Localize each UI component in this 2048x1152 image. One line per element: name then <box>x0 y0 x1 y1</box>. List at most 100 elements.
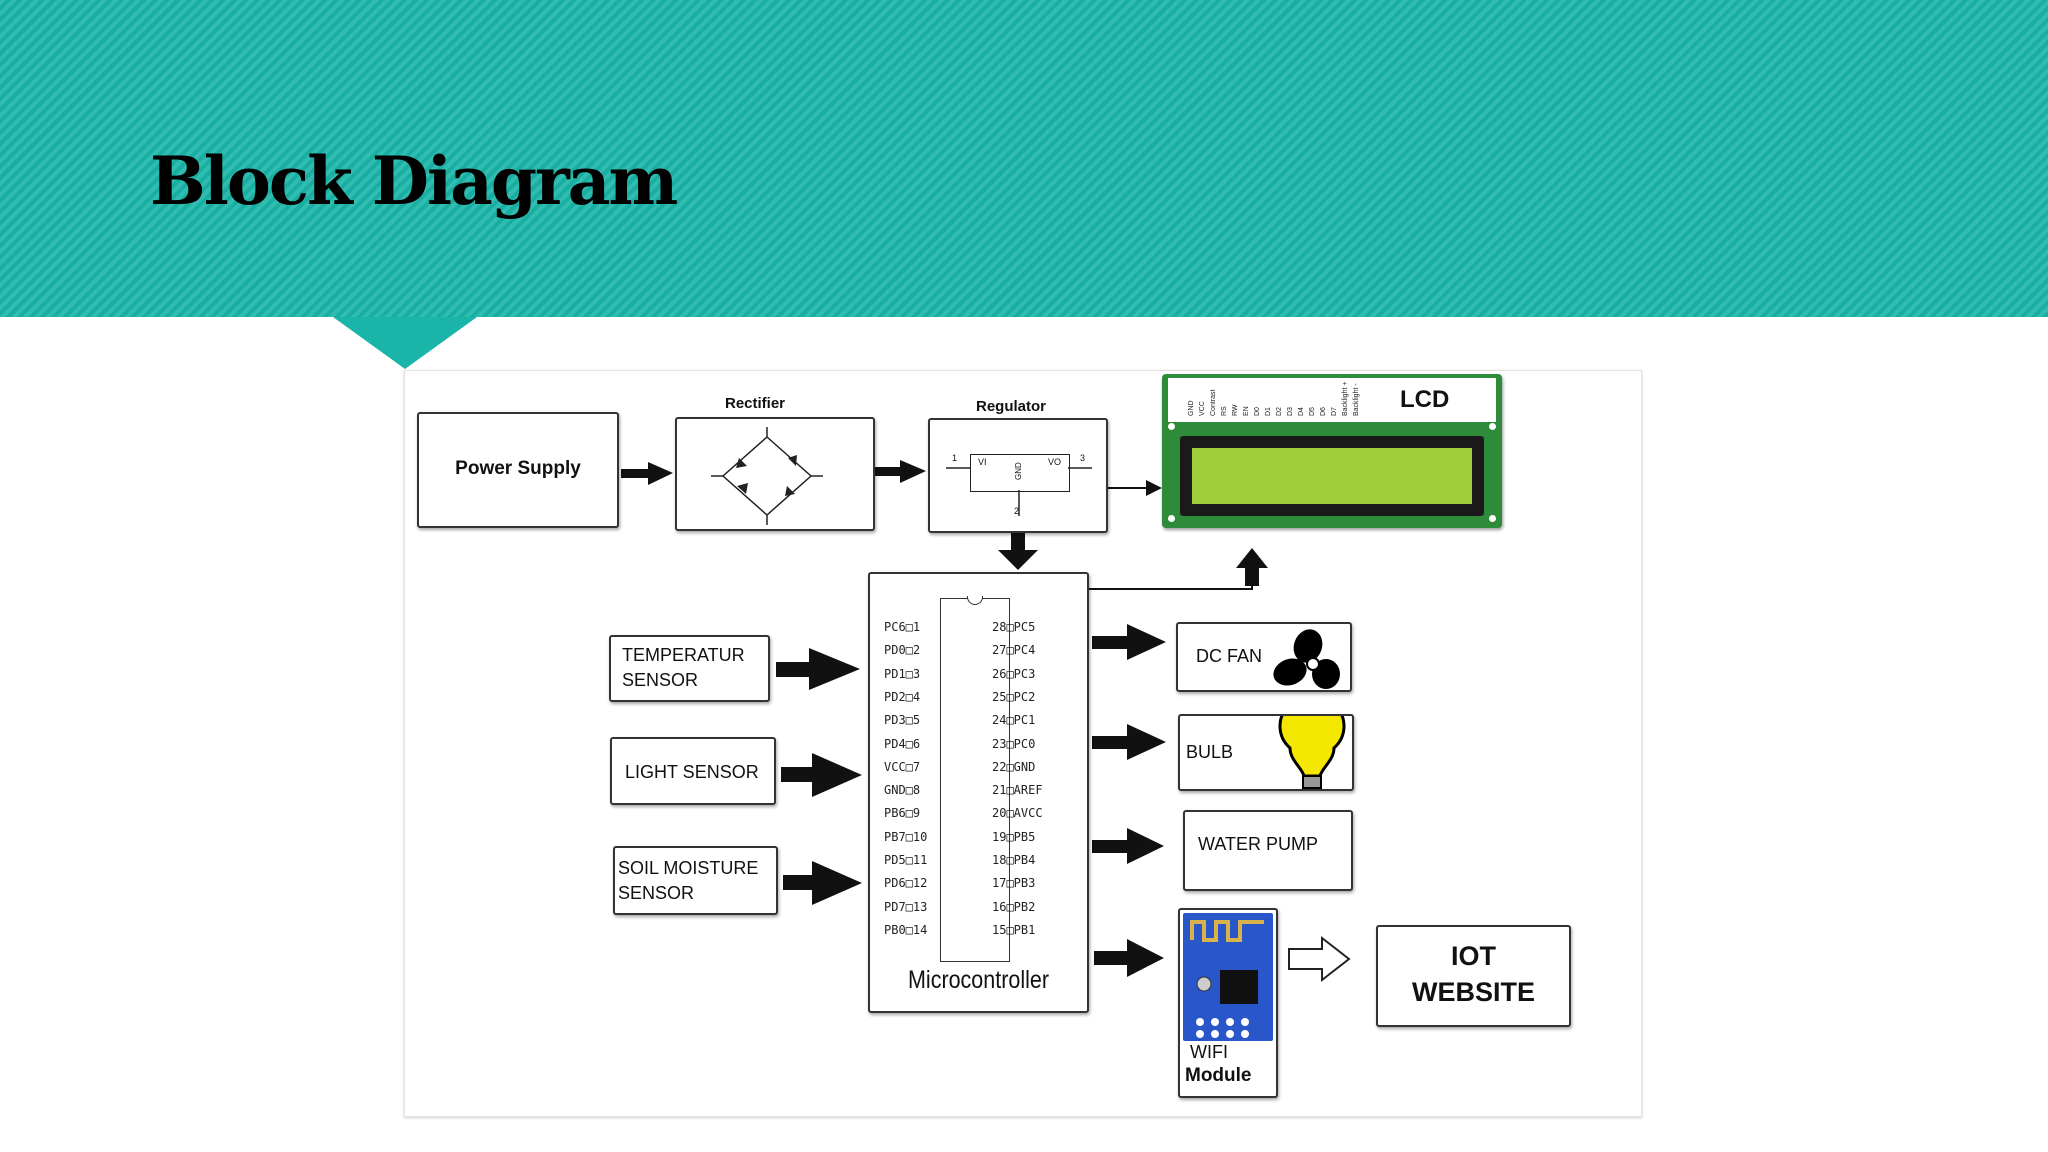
dc-fan-label: DC FAN <box>1196 646 1263 666</box>
mcu-pin-label: 25□PC2 <box>992 689 1036 704</box>
arrow-mcu-to-pump <box>1092 828 1164 864</box>
regulator-pin2: 2 <box>1014 506 1020 516</box>
lcd-label: LCD <box>1400 386 1450 413</box>
banner-notch <box>333 317 477 369</box>
mcu-pin-label: PD0□2 <box>884 643 921 658</box>
lcd-pin-label: Contrast <box>1210 389 1217 416</box>
wifi-antenna-icon <box>1190 920 1264 1038</box>
lcd-pin-label: Backlight - <box>1353 383 1360 416</box>
temperature-sensor-block: TEMPERATUR SENSOR <box>609 635 770 702</box>
lcd-pin-label: Backlight + <box>1342 381 1349 416</box>
regulator-block: VI VO GND 1 3 2 <box>928 418 1108 533</box>
lcd-mount-hole <box>1168 515 1175 522</box>
arrow-mcu-to-wifi <box>1094 939 1164 977</box>
bulb-label: BULB <box>1186 742 1234 762</box>
arrow-wifi-to-iot <box>1288 935 1351 983</box>
lcd-pin-label: D2 <box>1276 407 1283 416</box>
light-sensor-block: LIGHT SENSOR <box>610 737 776 805</box>
lcd-mount-hole <box>1168 423 1175 430</box>
mcu-pin-label: PD4□6 <box>884 736 921 751</box>
arrow-mcu-to-fan <box>1092 624 1166 660</box>
lcd-pin-label: GND <box>1188 400 1195 416</box>
regulator-label: Regulator <box>976 398 1047 415</box>
mcu-pin-label: 21□AREF <box>992 783 1043 798</box>
iot-label-2: WEBSITE <box>1411 977 1535 1007</box>
mcu-pin-label: 28□PC5 <box>992 620 1036 634</box>
regulator-pin1: 1 <box>952 453 958 463</box>
arrow-regulator-to-mcu <box>998 533 1038 570</box>
mcu-pin-label: GND□8 <box>884 783 921 798</box>
arrow-power-to-rectifier <box>621 462 673 485</box>
power-supply-label: Power Supply <box>455 458 581 479</box>
mcu-pin-label: 17□PB3 <box>992 876 1036 891</box>
arrow-mcu-to-bulb <box>1092 724 1166 760</box>
mcu-pin-label: 16□PB2 <box>992 899 1036 914</box>
water-pump-label: WATER PUMP <box>1198 834 1318 854</box>
fan-icon <box>1273 629 1340 689</box>
arrow-light-to-mcu <box>781 753 862 797</box>
temperature-sensor-label-2: SENSOR <box>622 670 699 690</box>
lcd-pin-label: D7 <box>1331 407 1338 416</box>
mcu-pin-label: PD2□4 <box>884 689 921 704</box>
light-sensor-label: LIGHT SENSOR <box>625 762 759 782</box>
lcd-pin-label: VCC <box>1199 401 1206 416</box>
wifi-label-1: WIFI <box>1190 1042 1228 1062</box>
lcd-mount-hole <box>1489 515 1496 522</box>
dc-fan-block: DC FAN <box>1176 622 1352 692</box>
lcd-pin-label: D5 <box>1309 407 1316 416</box>
iot-website-block: IOT WEBSITE <box>1376 925 1571 1027</box>
mcu-pin-label: PD5□11 <box>884 853 928 867</box>
regulator-ic <box>970 454 1070 492</box>
mcu-pin-label: PB0□14 <box>884 922 928 937</box>
soil-moisture-label-1: SOIL MOISTURE <box>618 858 759 878</box>
mcu-pin-label: PC6□1 <box>884 620 921 634</box>
lcd-screen <box>1192 448 1472 504</box>
wifi-label-2: Module <box>1185 1065 1252 1086</box>
mcu-pin-label: PD1□3 <box>884 666 921 681</box>
iot-label-1: IOT <box>1451 941 1496 971</box>
regulator-pin3: 3 <box>1080 453 1086 463</box>
mcu-pin-label: PD7□13 <box>884 899 928 914</box>
title-banner <box>0 0 2048 317</box>
arrow-rectifier-to-regulator <box>873 460 926 483</box>
regulator-vi: VI <box>978 457 987 467</box>
lcd-pin-label: D0 <box>1254 407 1261 416</box>
wifi-module-block: WIFI Module <box>1178 908 1278 1098</box>
bulb-block: BULB <box>1178 714 1354 791</box>
lcd-pin-label: D1 <box>1265 407 1272 416</box>
arrow-mcu-to-lcd <box>1089 548 1268 590</box>
rectifier-block <box>675 417 875 531</box>
microcontroller-label: Microcontroller <box>908 966 1049 994</box>
mcu-pin-label: 26□PC3 <box>992 666 1036 681</box>
mcu-pin-label: 15□PB1 <box>992 922 1036 937</box>
mcu-pin-label: 24□PC1 <box>992 713 1036 728</box>
rectifier-label: Rectifier <box>725 395 786 412</box>
mcu-pin-label: PD6□12 <box>884 876 928 891</box>
mcu-pin-label: PD3□5 <box>884 713 921 728</box>
mcu-pin-label: 27□PC4 <box>992 643 1036 658</box>
regulator-vo: VO <box>1048 457 1062 467</box>
lcd-pin-label: D3 <box>1287 407 1294 416</box>
soil-moisture-sensor-block: SOIL MOISTURE SENSOR <box>613 846 778 915</box>
bulb-icon <box>1278 716 1346 789</box>
lcd-mount-hole <box>1489 423 1496 430</box>
temperature-sensor-label-1: TEMPERATUR <box>622 645 745 665</box>
mcu-pin-label: 23□PC0 <box>992 736 1036 751</box>
bridge-rectifier-symbol <box>711 427 823 525</box>
arrow-soil-to-mcu <box>783 861 862 905</box>
mcu-pin-label: 20□AVCC <box>992 806 1043 821</box>
lcd-pin-label: EN <box>1243 406 1250 416</box>
lcd-pin-label: D4 <box>1298 407 1305 416</box>
slide-title: Block Diagram <box>150 142 678 220</box>
regulator-leads <box>946 467 1092 516</box>
water-pump-block: WATER PUMP <box>1183 810 1353 891</box>
lcd-pin-label: D6 <box>1320 407 1327 416</box>
arrow-temp-to-mcu <box>776 648 860 690</box>
mcu-pin-label: 19□PB5 <box>992 829 1036 844</box>
